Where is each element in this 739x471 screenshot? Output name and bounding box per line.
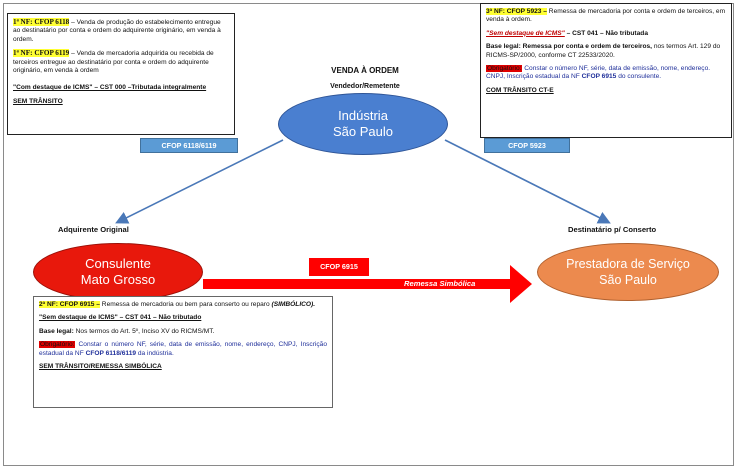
tag-cfop-6915: CFOP 6915 xyxy=(309,258,369,276)
nf1-description: – Venda de produção do estabelecimento e… xyxy=(13,19,221,43)
node-consulente: Consulente Mato Grosso xyxy=(33,243,203,301)
nf2-cfop-highlight: 2ª NF: CFOP 6915 – xyxy=(39,301,100,308)
prestadora-line1: Prestadora de Serviço xyxy=(566,257,690,271)
industria-line2: São Paulo xyxy=(333,124,393,139)
industria-line1: Indústria xyxy=(338,108,388,123)
nf3-base-legal-text: nos termos Art. 129 do RICMS-SP/2000, co… xyxy=(486,43,721,59)
consulente-line1: Consulente xyxy=(85,256,151,271)
remessa-simbolica-label: Remessa Simbólica xyxy=(404,279,476,288)
nf2-obrigatorio-badge: Obrigatório: xyxy=(39,341,76,349)
connector-industria-consulente xyxy=(115,139,284,224)
box-nf1: 1ª NF: CFOP 6118 – Venda de produção do … xyxy=(7,13,235,135)
nf3-icms-red: "Sem destaque de ICMS" xyxy=(486,29,565,37)
nf3-obrigatorio-end: do consulente. xyxy=(616,73,662,81)
label-adquirente-original: Adquirente Original xyxy=(58,225,129,234)
tag-cfop-5923: CFOP 5923 xyxy=(484,138,570,153)
consulente-line2: Mato Grosso xyxy=(80,272,156,287)
nf1b-cfop-highlight: 1ª NF: CFOP 6119 xyxy=(13,49,70,58)
nf2-transito: SEM TRÂNSITO/REMESSA SIMBÓLICA xyxy=(39,363,162,371)
center-title: VENDA À ORDEM xyxy=(331,66,399,75)
nf3-base-legal-bold: Base legal: Remessa por conta e ordem de… xyxy=(486,43,653,51)
nf2-simbolico: (SIMBÓLICO). xyxy=(271,301,316,308)
node-industria: Indústria São Paulo xyxy=(278,93,448,155)
nf2-description: Remessa de mercadoria ou bem para conser… xyxy=(99,301,272,308)
nf3-obrigatorio-badge: Obrigatório: xyxy=(486,65,523,73)
prestadora-line2: São Paulo xyxy=(599,273,657,287)
nf3-obrigatorio-text: Constar o número NF, série, data de emis… xyxy=(486,65,711,81)
connector-industria-prestadora xyxy=(444,139,611,224)
center-subtitle: Vendedor/Remetente xyxy=(330,83,400,90)
nf3-obrigatorio-cfop: CFOP 6915 xyxy=(581,73,617,81)
remessa-simbolica-arrow xyxy=(203,265,532,303)
box-nf3: 3ª NF: CFOP 5923 – Remessa de mercadoria… xyxy=(480,3,732,138)
tag-cfop-6118-6119: CFOP 6118/6119 xyxy=(140,138,238,153)
nf2-obrigatorio-text: Constar o número NF, série, data de emis… xyxy=(39,341,327,357)
nf2-obrigatorio-cfop: CFOP 6118/6119 xyxy=(85,349,137,357)
nf2-base-legal-text: Nos termos do Art. 5º, Inciso XV do RICM… xyxy=(73,327,215,335)
nf1-cfop-highlight: 1ª NF: CFOP 6118 xyxy=(13,18,70,26)
nf2-obrigatorio-end: da indústria. xyxy=(136,349,174,357)
nf3-icms-rest: – CST 041 – Não tributada xyxy=(564,29,648,37)
nf3-description: Remessa de mercadoria por conta e ordem … xyxy=(486,8,726,24)
node-prestadora: Prestadora de Serviço São Paulo xyxy=(537,243,719,301)
nf2-base-legal-bold: Base legal: xyxy=(39,327,74,335)
nf1b-description: – Venda de mercadoria adquirida ou receb… xyxy=(13,50,214,75)
label-destinatario-conserto: Destinatário p/ Conserto xyxy=(568,225,657,234)
box-nf2: 2ª NF: CFOP 6915 – Remessa de mercadoria… xyxy=(33,296,333,408)
nf1-icms-note: "Com destaque de ICMS" – CST 000 –Tribut… xyxy=(13,84,207,92)
nf2-icms-note: "Sem destaque de ICMS" – CST 041 – Não t… xyxy=(39,314,202,322)
nf1-transito: SEM TRÂNSITO xyxy=(13,97,63,105)
nf3-transito: COM TRÂNSITO CT-E xyxy=(486,86,554,94)
nf3-cfop-highlight: 3ª NF: CFOP 5923 – xyxy=(486,8,547,15)
diagram-frame xyxy=(3,3,734,466)
